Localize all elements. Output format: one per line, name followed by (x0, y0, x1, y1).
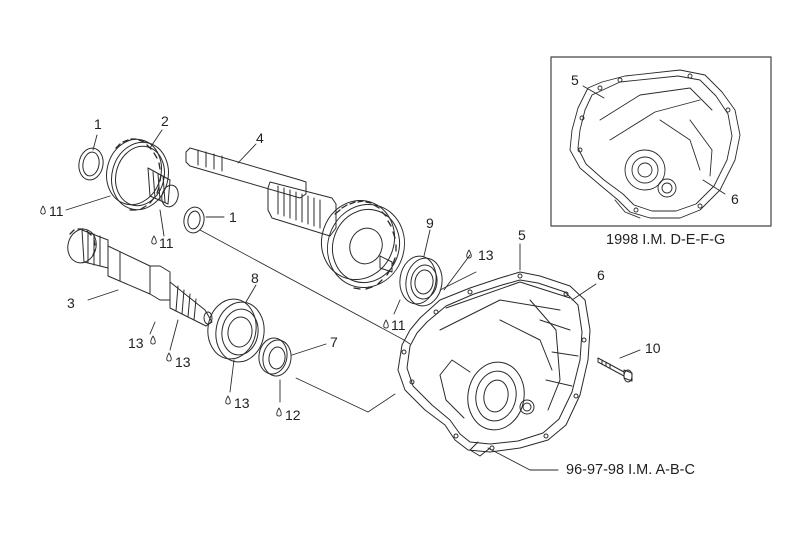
washer-1a-drawing (78, 147, 104, 181)
part-label-4: 4 (256, 130, 264, 146)
part-label-5: 5 (518, 227, 526, 243)
part-label-11: 11 (49, 203, 64, 219)
part-label-2: 2 (161, 113, 169, 129)
part-label-10: 10 (645, 340, 661, 356)
main-cover-drawing (397, 271, 591, 457)
inset-cover-drawing (569, 69, 741, 219)
part-label-12: 12 (285, 407, 301, 423)
bearing-9-drawing (399, 255, 443, 307)
part-label-3: 3 (67, 295, 75, 311)
leader-lines (65, 129, 641, 471)
part-label-7: 7 (330, 334, 338, 350)
part-label-11: 11 (159, 235, 174, 251)
part-label-13: 13 (128, 335, 144, 351)
part-label-11: 11 (391, 317, 406, 333)
inset-leader-lines (582, 85, 726, 195)
part-label-6: 6 (597, 267, 605, 283)
part-label-13: 13 (234, 395, 250, 411)
inset-frame (550, 56, 772, 227)
inset-variant-caption: 1998 I.M. D-E-F-G (606, 232, 726, 248)
part-label-13: 13 (478, 247, 494, 263)
bolt-10-drawing (597, 357, 633, 383)
shaft-3-drawing (67, 228, 213, 327)
gear-2-drawing (106, 138, 179, 211)
alignment-lines (199, 229, 477, 413)
main-variant-caption: 96-97-98 I.M. A-B-C (566, 462, 695, 478)
part-label-1: 1 (229, 209, 237, 225)
bearing-8-drawing (207, 298, 265, 363)
washer-1b-drawing (183, 206, 205, 234)
shaft-4-drawing (185, 147, 405, 290)
lubricant-drop-icon (40, 205, 472, 417)
part-label-13: 13 (175, 354, 191, 370)
part-label-6: 6 (731, 191, 739, 207)
seal-7-drawing (258, 337, 292, 377)
part-label-1: 1 (94, 116, 102, 132)
part-label-5: 5 (571, 72, 579, 88)
part-label-8: 8 (251, 270, 259, 286)
part-label-9: 9 (426, 215, 434, 231)
